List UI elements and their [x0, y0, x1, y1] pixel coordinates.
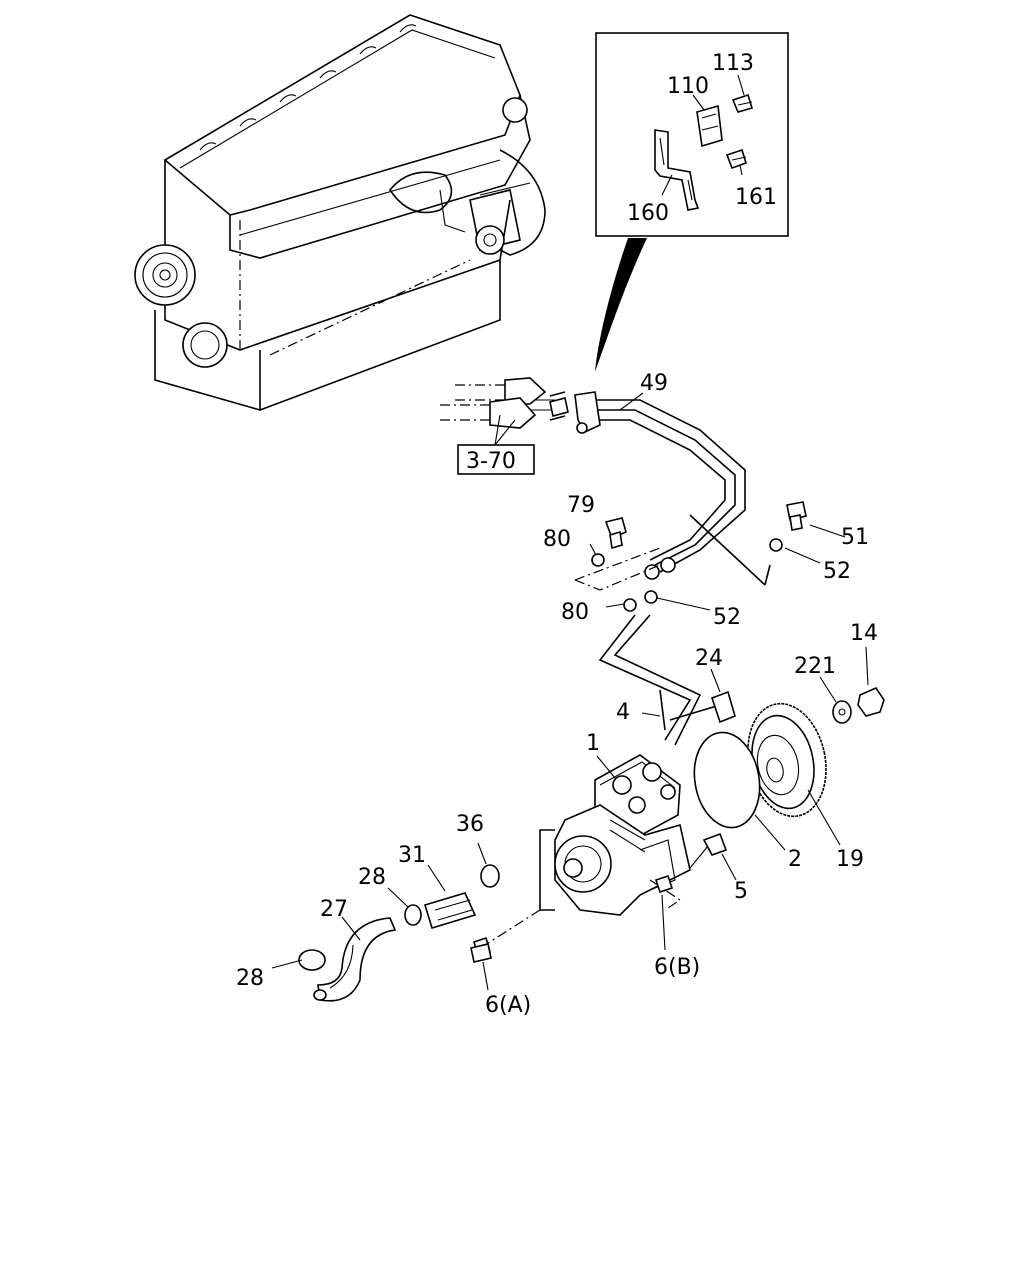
callout-27: 27: [320, 897, 348, 922]
pipe-route-lines: [574, 514, 771, 746]
bracket-detail-inset: [595, 32, 789, 372]
callout-28-upper: 28: [358, 865, 386, 890]
injector-connection: [440, 377, 547, 475]
callout-24: 24: [695, 646, 723, 671]
leader-lines: [271, 392, 869, 991]
callout-52-lower: 52: [713, 605, 741, 630]
callout-110: 110: [667, 74, 709, 99]
callout-160: 160: [627, 201, 669, 226]
callout-221: 221: [794, 654, 836, 679]
callout-79: 79: [567, 493, 595, 518]
callout-3-70: 3-70: [466, 449, 516, 474]
callout-80-lower: 80: [561, 600, 589, 625]
drive-gear-assembly: [693, 686, 885, 829]
callout-31: 31: [398, 843, 426, 868]
callout-5: 5: [734, 879, 748, 904]
callout-2: 2: [788, 847, 802, 872]
fuel-pump-body: [554, 754, 691, 916]
callout-6b: 6(B): [654, 955, 700, 980]
callout-28-lower: 28: [236, 966, 264, 991]
callout-6a: 6(A): [485, 993, 531, 1018]
callout-52-upper: 52: [823, 559, 851, 584]
callout-113: 113: [712, 51, 754, 76]
callout-36: 36: [456, 812, 484, 837]
callout-labels: 113 110 160 161 49 3-70 79 80 51 52 80 5…: [236, 51, 878, 1018]
return-hose-assembly: [298, 864, 500, 1002]
callout-1: 1: [586, 731, 600, 756]
callout-19: 19: [836, 847, 864, 872]
callout-80-upper: 80: [543, 527, 571, 552]
callout-51: 51: [841, 525, 869, 550]
engine-block-illustration: [134, 14, 546, 411]
pump-fastener-lines: [484, 689, 736, 946]
small-fasteners: [591, 501, 807, 612]
callout-4: 4: [616, 700, 630, 725]
fuel-pipe-assembly: [520, 391, 746, 580]
callout-161: 161: [735, 185, 777, 210]
callout-14: 14: [850, 621, 878, 646]
callout-49: 49: [640, 371, 668, 396]
